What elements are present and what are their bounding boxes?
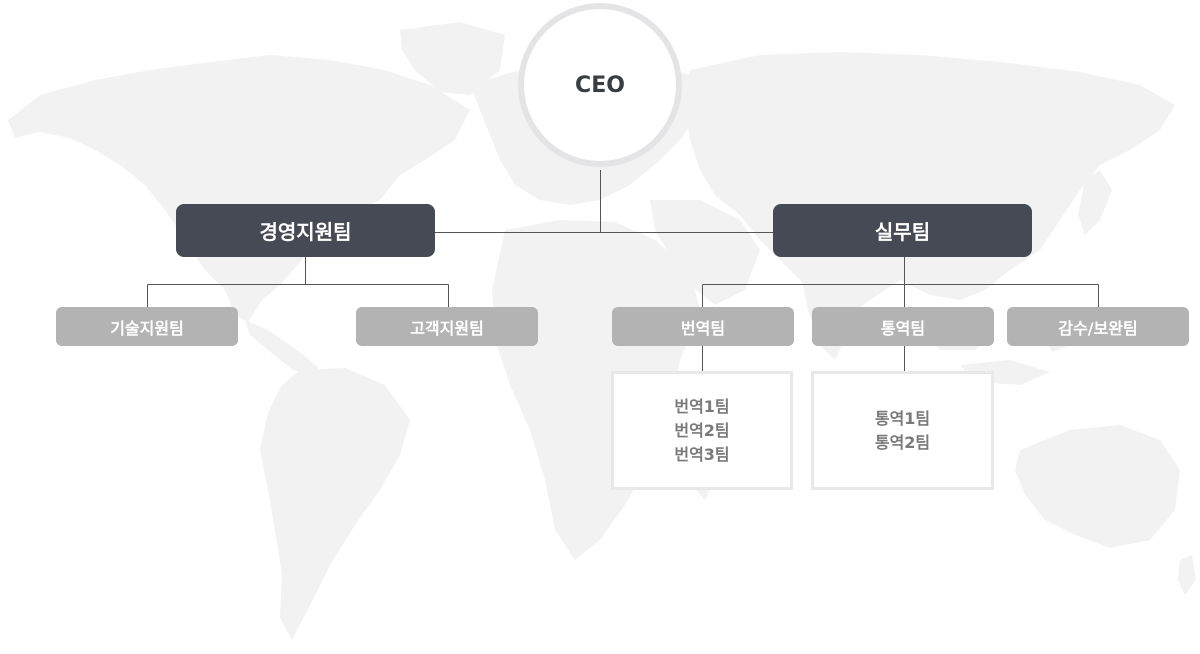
interpretation-subteams-box: 통역1팀 통역2팀: [811, 371, 994, 490]
team-label: 통역팀: [880, 318, 926, 338]
department-management-support: 경영지원팀: [176, 204, 435, 257]
team-interpretation: 통역팀: [812, 307, 994, 346]
subteam-label: 번역1팀: [674, 396, 730, 416]
team-review-supplement: 감수/보완팀: [1007, 307, 1189, 346]
ceo-node: CEO: [518, 3, 682, 167]
team-translation: 번역팀: [612, 307, 794, 346]
team-label: 고객지원팀: [410, 318, 484, 338]
department-label: 경영지원팀: [259, 220, 352, 244]
subteam-label: 통역1팀: [874, 408, 931, 428]
subteam-label: 통역2팀: [874, 432, 931, 452]
team-customer-support: 고객지원팀: [356, 307, 538, 346]
subteam-label: 번역3팀: [674, 444, 730, 464]
team-label: 감수/보완팀: [1058, 318, 1138, 338]
team-label: 기술지원팀: [110, 318, 184, 338]
team-label: 번역팀: [680, 318, 726, 338]
department-label: 실무팀: [874, 220, 931, 244]
team-technical-support: 기술지원팀: [56, 307, 238, 346]
translation-subteams-box: 번역1팀 번역2팀 번역3팀: [611, 371, 793, 490]
department-operations: 실무팀: [773, 204, 1032, 257]
subteam-label: 번역2팀: [674, 420, 730, 440]
ceo-label: CEO: [575, 72, 625, 98]
